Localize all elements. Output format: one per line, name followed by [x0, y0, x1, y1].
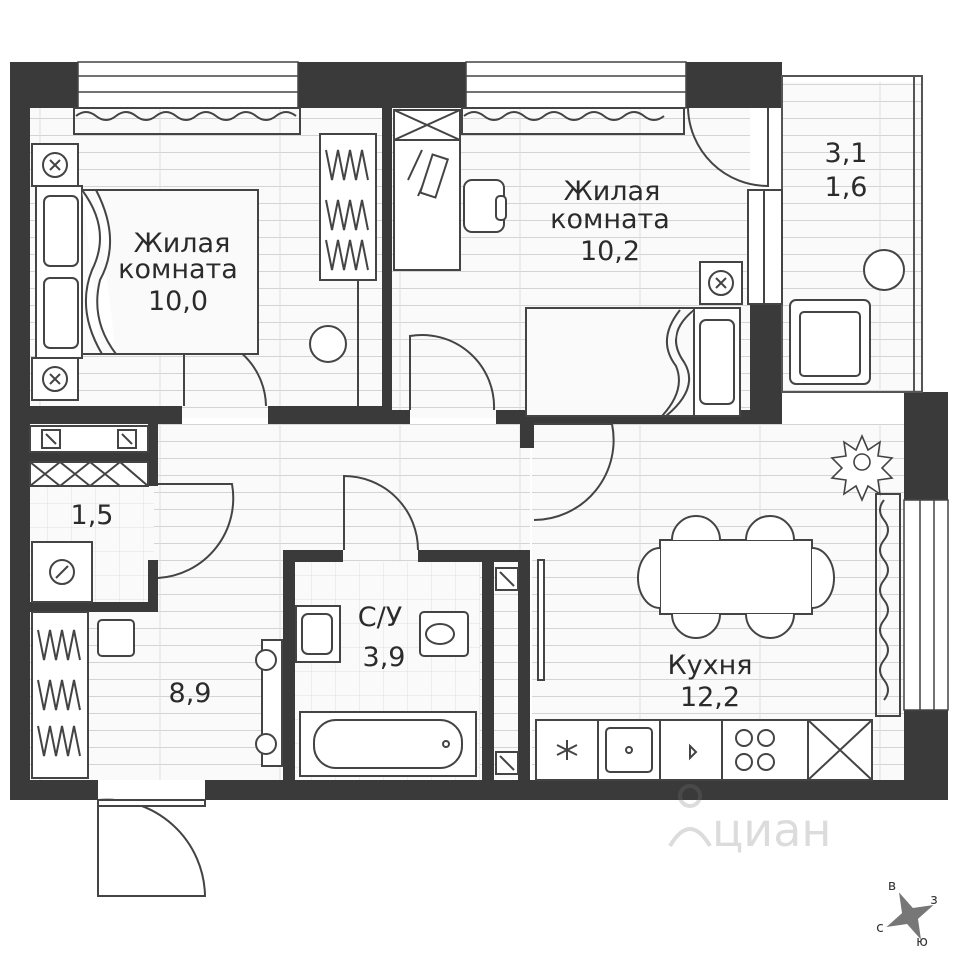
compass-rose-icon [886, 892, 934, 940]
bedroom-left-area: 10,0 [148, 286, 208, 317]
kitchen-furniture [535, 515, 873, 781]
walls [10, 62, 948, 800]
compass-s: ю [916, 934, 928, 950]
windows [77, 61, 949, 711]
compass-n: с [876, 920, 884, 936]
bed-left [35, 185, 259, 359]
bathroom-fixtures [295, 567, 519, 777]
room-labels: Жилая комната 10,0 Жилая комната 10,2 3,… [71, 138, 868, 713]
balcony-area-1: 3,1 [825, 138, 868, 169]
plant-icon [309, 325, 347, 363]
watermark-logo: циан [668, 784, 831, 857]
bedroom-right-area: 10,2 [580, 236, 640, 267]
bathroom-name: С/У [358, 602, 402, 633]
hall-area: 8,9 [169, 678, 212, 709]
kitchen-area: 12,2 [680, 682, 740, 713]
desk [393, 109, 507, 271]
balcony-area-2: 1,6 [825, 172, 868, 203]
bed-right [525, 307, 741, 417]
compass-e: в [888, 878, 896, 894]
hall-furniture [31, 611, 283, 779]
wardrobe-left [319, 133, 377, 406]
bedroom-left-name-1: Жилая [134, 228, 231, 259]
storage-area: 1,5 [71, 500, 114, 531]
storage-furniture [29, 425, 149, 603]
balcony-furniture [747, 189, 905, 385]
kitchen-name: Кухня [667, 650, 752, 681]
compass: з в с ю [876, 878, 938, 950]
bathroom-area: 3,9 [363, 642, 406, 673]
watermark-text: циан [712, 803, 831, 857]
bedroom-right-name-1: Жилая [564, 176, 661, 207]
compass-w: з [930, 892, 937, 908]
plant-kitchen-icon [830, 433, 894, 503]
bedroom-right-name-2: комната [550, 204, 670, 235]
nightstand-icons [31, 143, 743, 401]
curtains [73, 107, 901, 717]
bedroom-left-name-2: комната [118, 254, 238, 285]
